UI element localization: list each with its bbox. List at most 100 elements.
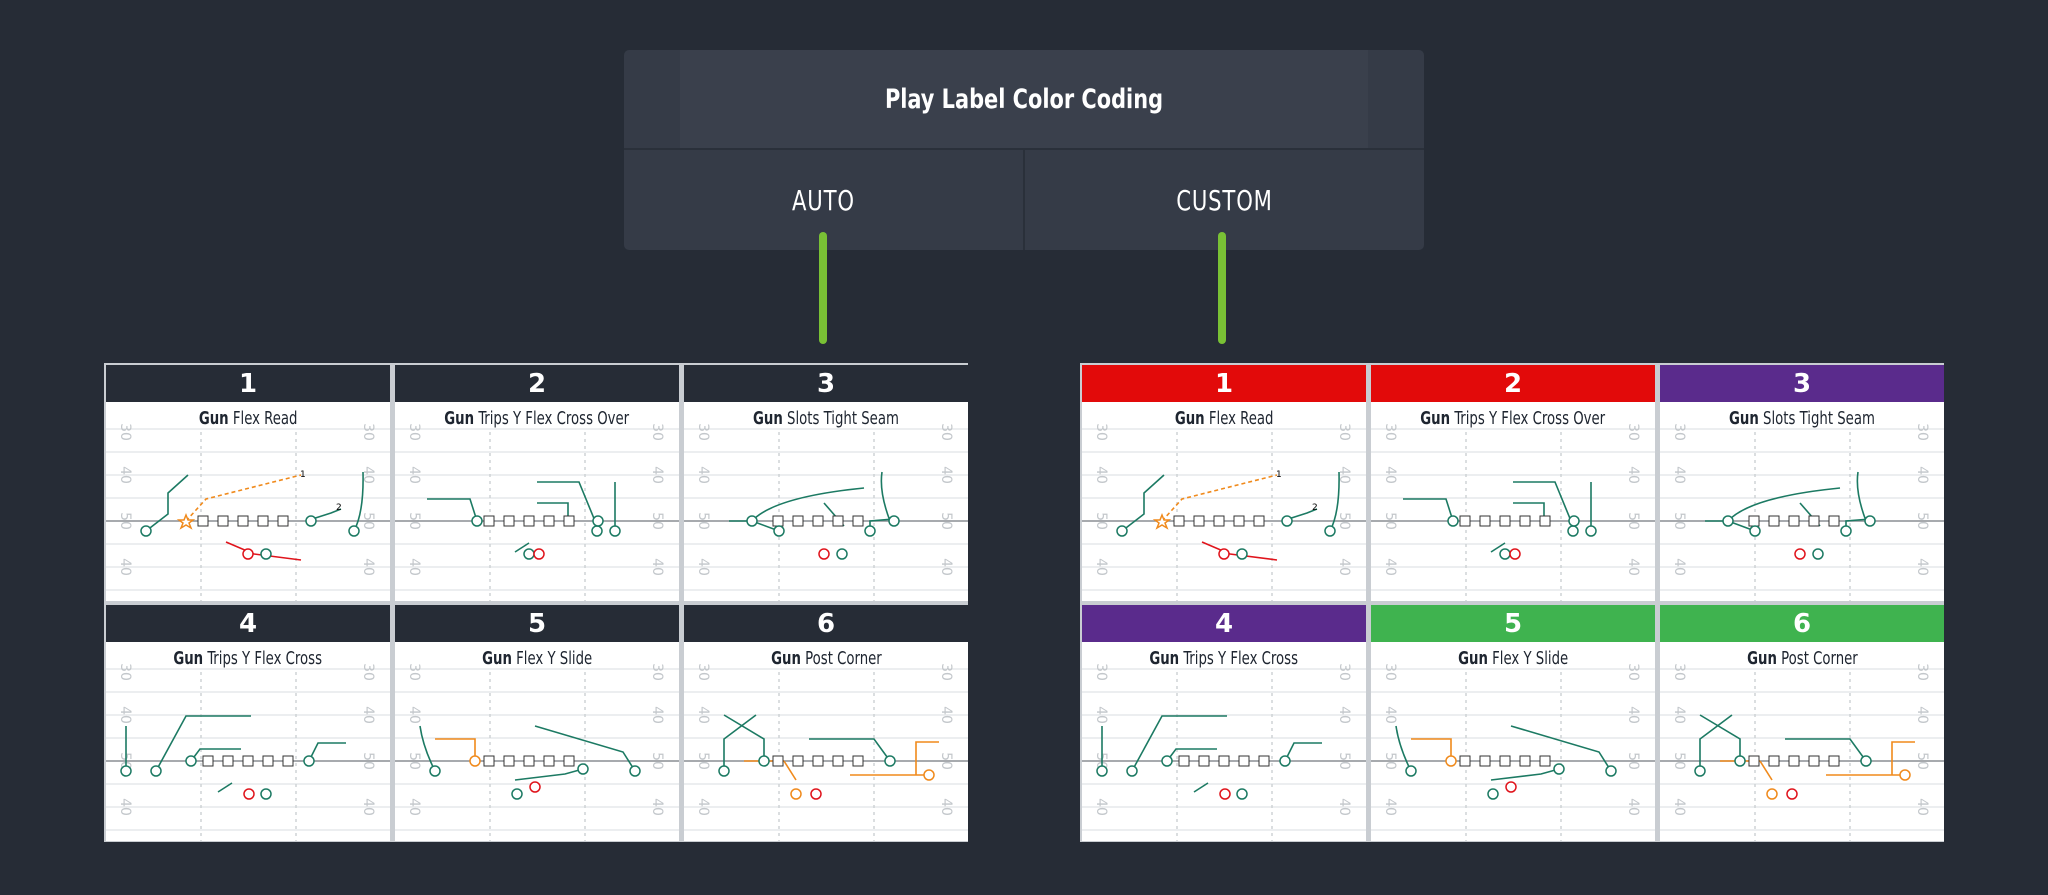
tab-custom[interactable]: CUSTOM: [1025, 150, 1424, 250]
route-path: [723, 714, 765, 761]
route-path: [1193, 782, 1209, 793]
play-number-label: 4: [106, 605, 390, 642]
player-marker: [1447, 515, 1459, 527]
yard-number: 40: [406, 706, 422, 724]
yard-number: 30: [1336, 663, 1352, 681]
lineman-marker: [792, 755, 804, 767]
yard-number: 30: [1625, 423, 1641, 441]
yard-number: 30: [938, 423, 954, 441]
yard-number: 50: [360, 752, 376, 770]
lineman-marker: [1218, 755, 1230, 767]
lineman-marker: [483, 515, 495, 527]
lineman-marker: [1193, 515, 1205, 527]
play-title: Gun Post Corner: [684, 643, 968, 673]
lineman-marker: [1788, 515, 1800, 527]
yard-number: 40: [1671, 466, 1687, 484]
player-marker: [773, 525, 785, 537]
lineman-marker: [1173, 515, 1185, 527]
yard-number: 40: [360, 798, 376, 816]
player-marker: [303, 755, 315, 767]
player-marker: [429, 765, 441, 777]
player-marker: [1605, 765, 1617, 777]
route-path: [1699, 714, 1733, 771]
star-icon: [1152, 512, 1172, 530]
lineman-marker: [1768, 515, 1780, 527]
route-path: [308, 742, 346, 762]
play-number-label: 5: [395, 605, 679, 642]
yard-number: 40: [1382, 558, 1398, 576]
yard-number: 30: [1671, 423, 1687, 441]
tab-auto[interactable]: AUTO: [624, 150, 1023, 250]
player-marker: [469, 755, 481, 767]
defender-marker: [243, 788, 255, 800]
yard-number: 40: [360, 558, 376, 576]
play-title: Gun Flex Read: [106, 403, 390, 433]
play-number-label: 6: [1660, 605, 1944, 642]
lineman-marker: [242, 755, 254, 767]
route-path: [1699, 714, 1741, 761]
yard-number: 30: [1093, 423, 1109, 441]
yard-number: 50: [1671, 512, 1687, 530]
yard-number: 40: [695, 558, 711, 576]
route-path: [534, 725, 636, 772]
yard-number: 30: [360, 663, 376, 681]
lineman-marker: [1519, 515, 1531, 527]
yard-number: 50: [649, 512, 665, 530]
player-marker: [1445, 755, 1457, 767]
yard-number: 50: [1914, 512, 1930, 530]
player-marker: [923, 769, 935, 781]
lineman-marker: [1539, 515, 1551, 527]
lineman-marker: [772, 755, 784, 767]
play-name: Flex Read: [1208, 407, 1274, 429]
route-path: [1785, 738, 1867, 762]
yard-number: 50: [1336, 512, 1352, 530]
lineman-marker: [772, 515, 784, 527]
yard-number: 40: [938, 798, 954, 816]
yard-number: 40: [1625, 706, 1641, 724]
yard-number: 30: [406, 663, 422, 681]
yard-number: 50: [938, 512, 954, 530]
player-marker: [1236, 548, 1248, 560]
player-marker: [1487, 788, 1499, 800]
play-name: Trips Y Flex Cross Over: [1454, 407, 1606, 429]
yard-number: 40: [406, 466, 422, 484]
divider: [624, 148, 1424, 150]
player-marker: [260, 548, 272, 560]
lineman-marker: [1828, 755, 1840, 767]
player-marker: [1899, 769, 1911, 781]
lineman-marker: [1499, 755, 1511, 767]
yard-number: 30: [1914, 423, 1930, 441]
yard-number: 50: [1382, 512, 1398, 530]
defender-marker: [1505, 781, 1517, 793]
play-name: Flex Y Slide: [1491, 647, 1569, 669]
route-path: [185, 474, 302, 522]
yard-number: 50: [695, 752, 711, 770]
defender-marker: [1218, 548, 1230, 560]
route-path: [1411, 738, 1452, 761]
lineman-marker: [1459, 515, 1471, 527]
yard-number: 40: [1382, 798, 1398, 816]
lineman-marker: [543, 515, 555, 527]
defender-marker: [242, 548, 254, 560]
player-marker: [1324, 525, 1336, 537]
play-number-label: 1: [106, 365, 390, 402]
route-path: [225, 541, 302, 561]
lineman-marker: [852, 755, 864, 767]
